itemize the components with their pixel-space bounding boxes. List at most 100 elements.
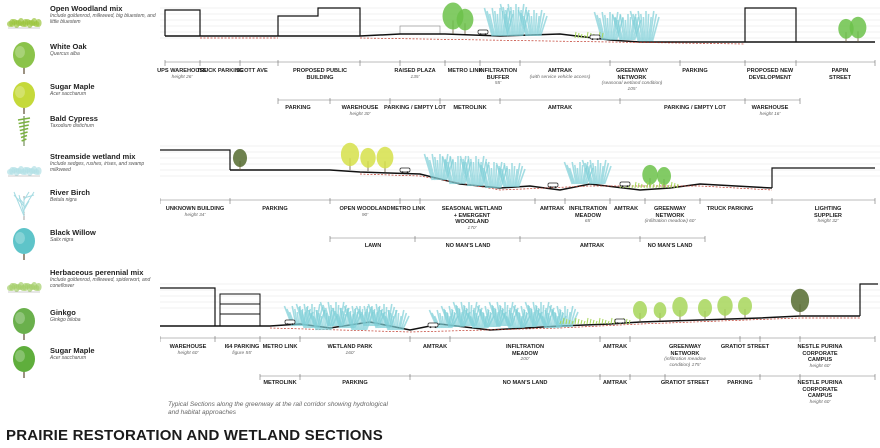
- section-label-dimension: 170': [467, 225, 477, 231]
- section-label-text: NO MAN'S LAND: [502, 380, 548, 386]
- section-label-text: NO MAN'S LAND: [445, 243, 491, 249]
- parking-garage-outline: [219, 293, 261, 326]
- legend-latin-name: Quercus alba: [50, 51, 80, 57]
- amtrak-train: [614, 318, 626, 325]
- bald-cypress-icon: [17, 116, 31, 146]
- tree: [717, 295, 733, 319]
- willow: [499, 3, 530, 37]
- legend-name: Open Woodland mix: [50, 4, 123, 13]
- section-label: GREENWAY NETWORK(seasonal wetland condit…: [601, 68, 663, 92]
- section-label-text: INFILTRATION MEADOW: [568, 206, 607, 219]
- section-label-text: GREENWAY NETWORK: [668, 344, 702, 357]
- section-label-dimension: height 60': [809, 399, 831, 405]
- section-label: GRATIOT STREET: [661, 380, 709, 387]
- sugar-maple-2-icon: [13, 346, 35, 378]
- section-label-text: PARKING: [727, 380, 753, 386]
- section-label: METRO LINK: [391, 206, 426, 213]
- section-label: PARKING: [727, 380, 752, 387]
- section-label-text: METRO LINK: [262, 344, 298, 350]
- section-label: GRATIOT STREET: [721, 344, 769, 351]
- section-label-text: SCOTT AVE: [236, 68, 268, 74]
- section-label-text: WAREHOUSE: [751, 105, 789, 111]
- white-oak-icon: [13, 42, 35, 74]
- section-label: AMTRAK: [548, 105, 572, 112]
- lighting-supplier-outline: [771, 167, 875, 188]
- section-label-text: PROPOSED NEW DEVELOPMENT: [746, 68, 794, 81]
- ginkgo-icon: [13, 308, 35, 340]
- section-label-text: PARKING: [262, 206, 288, 212]
- rail-line: [359, 173, 773, 191]
- warehouse-outline: [160, 287, 216, 326]
- amtrak-train: [427, 322, 439, 329]
- section-label-text: I64 PARKING: [224, 344, 260, 350]
- sugar-maple-icon: [13, 82, 35, 114]
- section-label: AMTRAK: [614, 206, 638, 213]
- section-label-text: AMTRAK: [422, 344, 448, 350]
- river-birch-icon: [13, 191, 35, 220]
- section-label-dimension: 135': [410, 74, 420, 80]
- section-label: METRO LINK: [448, 68, 483, 75]
- section-label-dimension: height 34': [184, 212, 206, 218]
- tree: [360, 147, 376, 171]
- section-label-text: UPS WAREHOUSE: [157, 68, 207, 74]
- section-label: AMTRAK: [423, 344, 447, 351]
- page-title: PRAIRIE RESTORATION AND WETLAND SECTIONS: [6, 427, 383, 444]
- section-1-drawing: [160, 2, 880, 104]
- ups-warehouse-outline: [164, 9, 201, 36]
- willow: [379, 309, 410, 331]
- tree: [456, 8, 474, 34]
- willow: [477, 161, 508, 189]
- section-label: PARKING: [342, 380, 367, 387]
- section-label-text: AMTRAK: [547, 68, 573, 74]
- section-label: PARKING: [262, 206, 287, 213]
- section-label-dimension: height 26': [171, 74, 193, 80]
- section-label-text: GREENWAY NETWORK: [615, 68, 649, 81]
- section-label-text: PROPOSED PUBLIC BUILDING: [292, 68, 348, 81]
- section-label-text: AMTRAK: [579, 243, 605, 249]
- amtrak-train: [547, 182, 559, 189]
- legend-name: Black Willow: [50, 228, 96, 237]
- section-label: PARKING / EMPTY LOT: [664, 105, 726, 112]
- section-label-text: UNKNOWN BUILDING: [165, 206, 225, 212]
- section-label: AMTRAK: [603, 380, 627, 387]
- legend-latin-name: Include goldenrod, milkweed, big blueste…: [50, 13, 156, 25]
- conifer-tree: [233, 149, 247, 170]
- tree: [698, 299, 712, 320]
- section-label-text: NESTLE PURINA CORPORATE CAMPUS: [797, 380, 843, 399]
- section-label-text: WAREHOUSE: [169, 344, 207, 350]
- section-label: NO MAN'S LAND: [648, 243, 693, 250]
- section-label-dimension: (infiltration meadow condition) 175': [664, 357, 706, 368]
- section-label-text: METROLINK: [453, 105, 487, 111]
- legend-latin-name: Betula nigra: [50, 197, 77, 203]
- section-label-text: TRUCK PARKING: [196, 68, 244, 74]
- section-label: PARKING / EMPTY LOT: [384, 105, 446, 112]
- section-label: METRO LINK: [263, 344, 298, 351]
- section-label-text: AMTRAK: [613, 206, 639, 212]
- section-label-dimension: 200': [520, 357, 530, 362]
- meadow: [619, 181, 679, 189]
- section-label-text: OPEN WOODLAND: [339, 206, 391, 212]
- section-label-dimension: 160': [345, 350, 355, 356]
- section-label: METROLINK: [453, 105, 486, 112]
- legend-name: Streamside wetland mix: [50, 152, 136, 161]
- section-label-text: PARKING / EMPTY LOT: [664, 105, 726, 111]
- legend-name: Herbaceous perennial mix: [50, 268, 144, 277]
- willow: [581, 159, 612, 185]
- public-building-outline: [277, 7, 361, 36]
- section-label-text: GREENWAY NETWORK: [653, 206, 687, 219]
- legend-name: Sugar Maple: [50, 346, 95, 355]
